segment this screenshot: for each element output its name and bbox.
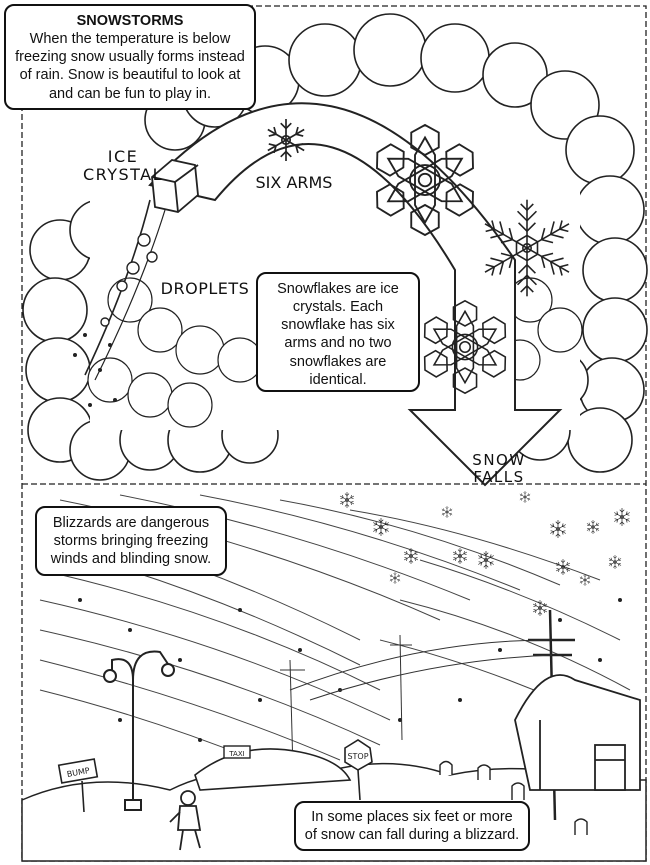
blizzard-info-box: Blizzards are dangerous storms bringing … <box>35 506 227 576</box>
six-arms-label: SIX ARMS <box>255 173 333 192</box>
intro-title: SNOWSTORMS <box>76 13 184 29</box>
intro-box: SNOWSTORMS When the temperature is below… <box>4 4 256 110</box>
snow-falls-label: SNOW FALLS <box>472 451 526 487</box>
ice-crystal-label: ICE CRYSTAL <box>82 147 164 185</box>
bump-sign-text: BUMP <box>66 766 90 779</box>
six-feet-info-box: In some places six feet or more of snow … <box>294 801 530 851</box>
stop-sign-text: STOP <box>347 752 368 761</box>
taxi-sign-text: TAXI <box>228 750 244 758</box>
snowflake-info-box: Snowflakes are ice crystals. Each snowfl… <box>256 272 420 392</box>
droplets-label: DROPLETS <box>160 279 250 298</box>
intro-body: When the temperature is below freezing s… <box>15 31 245 102</box>
